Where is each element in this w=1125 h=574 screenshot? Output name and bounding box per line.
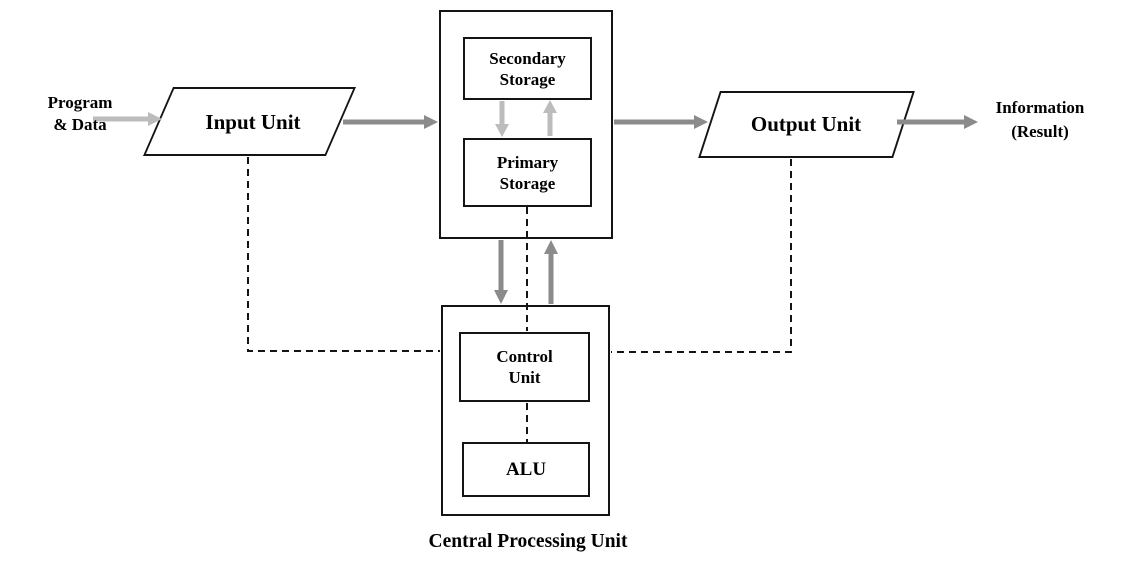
dashed-output-to-cpu <box>611 159 792 353</box>
alu-box <box>462 442 590 497</box>
secondary-storage-label: Secondary Storage <box>489 48 566 89</box>
dashed-input-to-cpu <box>247 157 440 352</box>
control-unit-box <box>459 332 590 402</box>
program-data-line2: & Data <box>53 115 107 134</box>
primary-storage-label: Primary Storage <box>496 152 559 193</box>
control-unit-label: Control Unit <box>496 347 553 387</box>
arrow-storage-to-output <box>614 115 708 129</box>
program-data-label: Program & Data <box>20 91 140 137</box>
arrow-cpu-to-storage <box>544 240 558 304</box>
input-unit-label: Input Unit <box>205 110 301 134</box>
arrow-input-to-storage <box>343 115 438 129</box>
cpu-caption: Central Processing Unit <box>428 531 628 552</box>
secondary-storage-box <box>463 37 592 100</box>
output-unit-label: Output Unit <box>750 112 862 136</box>
alu-label: ALU <box>505 458 547 480</box>
arrow-storage-to-cpu <box>494 240 508 304</box>
primary-storage-box <box>463 138 592 207</box>
information-result-label: Information (Result) <box>995 98 1085 141</box>
program-data-line1: Program <box>47 93 113 112</box>
arrow-output-to-information <box>897 115 978 129</box>
